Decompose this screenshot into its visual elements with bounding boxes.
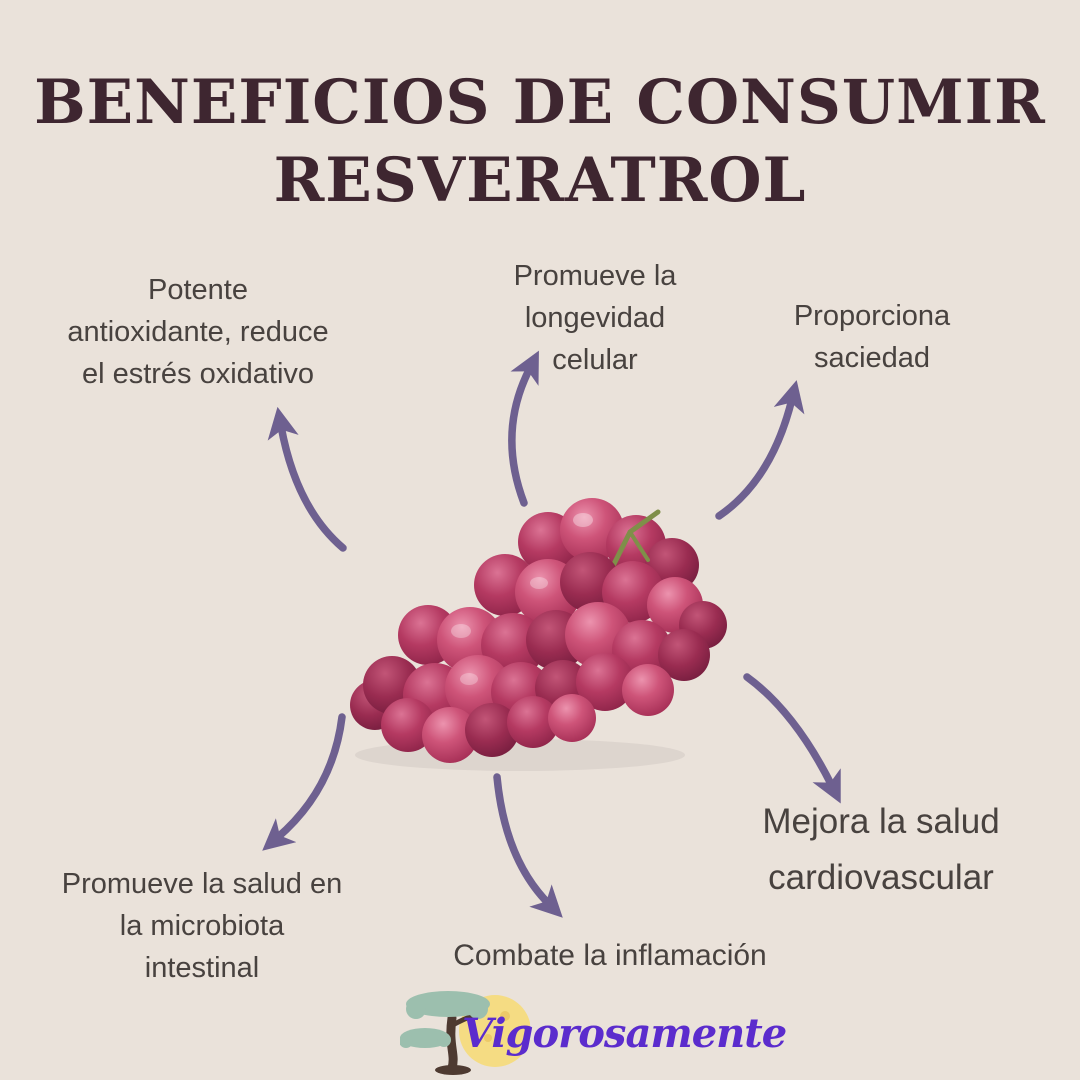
benefit-longevity: Promueve la longevidad celular — [514, 256, 677, 381]
benefit-cardiovascular-line-1: Mejora la salud — [762, 802, 1000, 841]
benefit-inflammation-line-1: Combate la inflamación — [453, 939, 767, 972]
benefit-cardiovascular: Mejora la salud cardiovascular — [762, 794, 999, 906]
benefit-antioxidant-line-1: Potente — [148, 274, 248, 306]
benefit-longevity-line-3: celular — [552, 343, 638, 376]
benefit-longevity-line-2: longevidad — [524, 301, 666, 334]
arrow-bottom-left — [262, 713, 346, 851]
brand-logo: Vigorosamente — [400, 986, 800, 1080]
benefit-longevity-line-1: Promueve la — [513, 260, 677, 292]
arrow-bottom-right — [743, 673, 841, 804]
benefit-cardiovascular-line-2: cardiovascular — [768, 858, 994, 897]
title-line-2: RESVERATROL — [273, 145, 807, 217]
tree-moon-icon — [400, 991, 530, 1075]
arrow-top-left — [267, 406, 347, 552]
benefit-inflammation: Combate la inflamación — [453, 934, 767, 977]
benefit-satiety-line-1: Proporciona — [793, 300, 951, 332]
benefit-microbiota: Promueve la salud en la microbiota intes… — [62, 864, 343, 989]
benefit-antioxidant-line-2: antioxidante, reduce — [67, 315, 329, 348]
benefit-antioxidant: Potente antioxidante, reduce el estrés o… — [67, 270, 328, 395]
brand-name: Vigorosamente — [462, 1010, 787, 1057]
red-grapes-image — [350, 498, 727, 771]
benefit-microbiota-line-2: la microbiota — [119, 909, 285, 942]
benefit-antioxidant-line-3: el estrés oxidativo — [81, 357, 315, 390]
benefit-microbiota-line-1: Promueve la salud en — [61, 868, 343, 900]
arrow-top-center — [508, 350, 539, 507]
arrow-top-right — [715, 380, 805, 520]
arrow-bottom-center — [493, 773, 563, 918]
page-title: BENEFICIOS DE CONSUMIR RESVERATROL — [0, 64, 1080, 220]
benefit-microbiota-line-3: intestinal — [144, 951, 260, 984]
title-line-1: BENEFICIOS DE CONSUMIR — [34, 67, 1046, 138]
benefit-satiety: Proporciona saciedad — [794, 296, 950, 380]
benefit-satiety-line-2: saciedad — [813, 341, 931, 374]
